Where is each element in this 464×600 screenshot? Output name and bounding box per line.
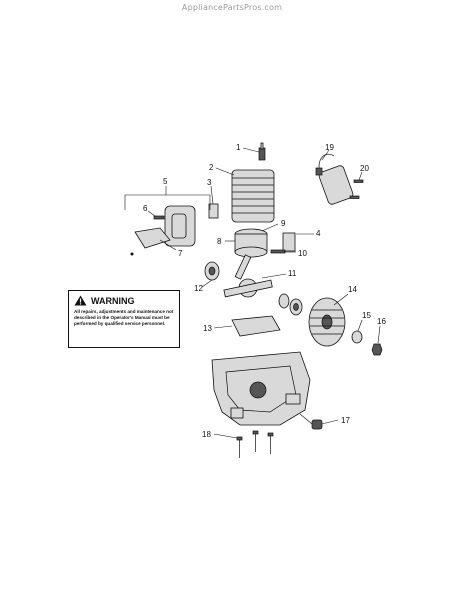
muffler-screw[interactable] xyxy=(147,210,165,220)
flywheel-washer[interactable] xyxy=(351,319,363,344)
crank-bearing[interactable] xyxy=(201,261,220,288)
callout-13: 13 xyxy=(203,324,212,333)
warning-box: WARNING All repairs, adjustments and mai… xyxy=(68,290,180,348)
ignition-screws[interactable] xyxy=(349,171,364,199)
warning-header: WARNING xyxy=(74,295,174,306)
callout-3: 3 xyxy=(207,178,212,187)
callout-6: 6 xyxy=(143,204,148,213)
spark-plug[interactable] xyxy=(242,142,266,161)
piston[interactable] xyxy=(225,223,279,258)
warning-text: All repairs, adjustments and maintenance… xyxy=(74,309,174,326)
callout-17: 17 xyxy=(341,416,350,425)
callout-2: 2 xyxy=(209,163,214,172)
flywheel-nut[interactable] xyxy=(371,325,383,356)
rubber-buffer[interactable] xyxy=(299,413,339,430)
callout-18: 18 xyxy=(202,430,211,439)
crankcase-bracket[interactable] xyxy=(213,315,281,337)
crankshaft[interactable] xyxy=(223,254,287,298)
callout-8: 8 xyxy=(217,237,222,246)
callout-9: 9 xyxy=(281,219,286,228)
callout-1: 1 xyxy=(236,143,241,152)
intake-gasket[interactable] xyxy=(208,185,219,219)
warning-title: WARNING xyxy=(91,295,135,306)
callout-14: 14 xyxy=(348,285,357,294)
intake-plate[interactable] xyxy=(282,232,314,252)
callout-5: 5 xyxy=(163,177,168,186)
callout-16: 16 xyxy=(377,317,386,326)
muffler-assembly[interactable] xyxy=(124,186,211,247)
callout-19: 19 xyxy=(325,143,334,152)
crankcase[interactable] xyxy=(211,351,311,426)
flywheel[interactable] xyxy=(308,293,349,347)
watermark-text: AppliancePartsPros.com xyxy=(181,3,283,12)
piston-pin[interactable] xyxy=(270,249,296,254)
callout-4: 4 xyxy=(316,229,321,238)
callout-12: 12 xyxy=(194,284,203,293)
cylinder[interactable] xyxy=(215,167,275,223)
muffler-plate[interactable] xyxy=(130,227,177,256)
warning-triangle-icon xyxy=(74,295,87,306)
callout-11: 11 xyxy=(288,269,297,278)
oil-seal[interactable] xyxy=(278,293,303,316)
callout-15: 15 xyxy=(362,311,371,320)
callout-20: 20 xyxy=(360,164,369,173)
callout-7: 7 xyxy=(178,249,183,258)
ignition-module[interactable] xyxy=(315,149,354,205)
crankcase-bolts[interactable] xyxy=(213,430,274,458)
callout-10: 10 xyxy=(298,249,307,258)
